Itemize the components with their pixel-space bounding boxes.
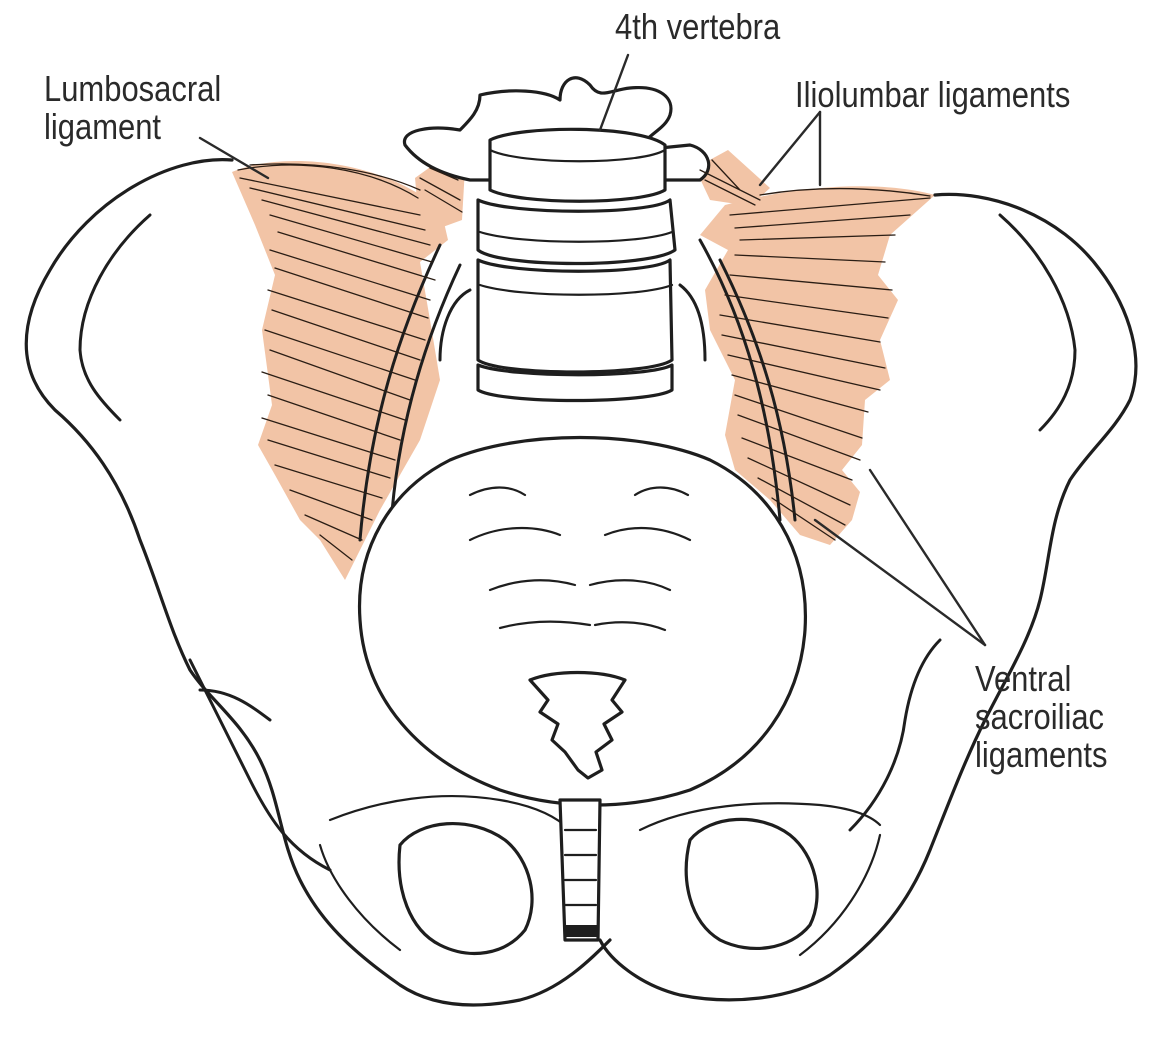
lumbar-vertebra: [404, 78, 708, 401]
label-ventral-line-3: ligaments: [975, 736, 1108, 774]
label-lumbosacral-line-1: Lumbosacral: [44, 70, 221, 108]
sacrum: [360, 438, 806, 806]
label-lumbosacral-line-2: ligament: [44, 108, 221, 146]
pubic-symphysis: [560, 800, 600, 940]
label-iliolumbar-ligaments: Iliolumbar ligaments: [795, 76, 1070, 114]
label-ventral-line-1: Ventral: [975, 660, 1108, 698]
leader-iliolumbar-a: [760, 112, 820, 185]
label-ventral-line-2: sacroiliac: [975, 698, 1108, 736]
label-lumbosacral-ligament: Lumbosacral ligament: [44, 70, 221, 146]
label-4th-vertebra: 4th vertebra: [615, 8, 780, 46]
label-ventral-sacroiliac-ligaments: Ventral sacroiliac ligaments: [975, 660, 1108, 774]
